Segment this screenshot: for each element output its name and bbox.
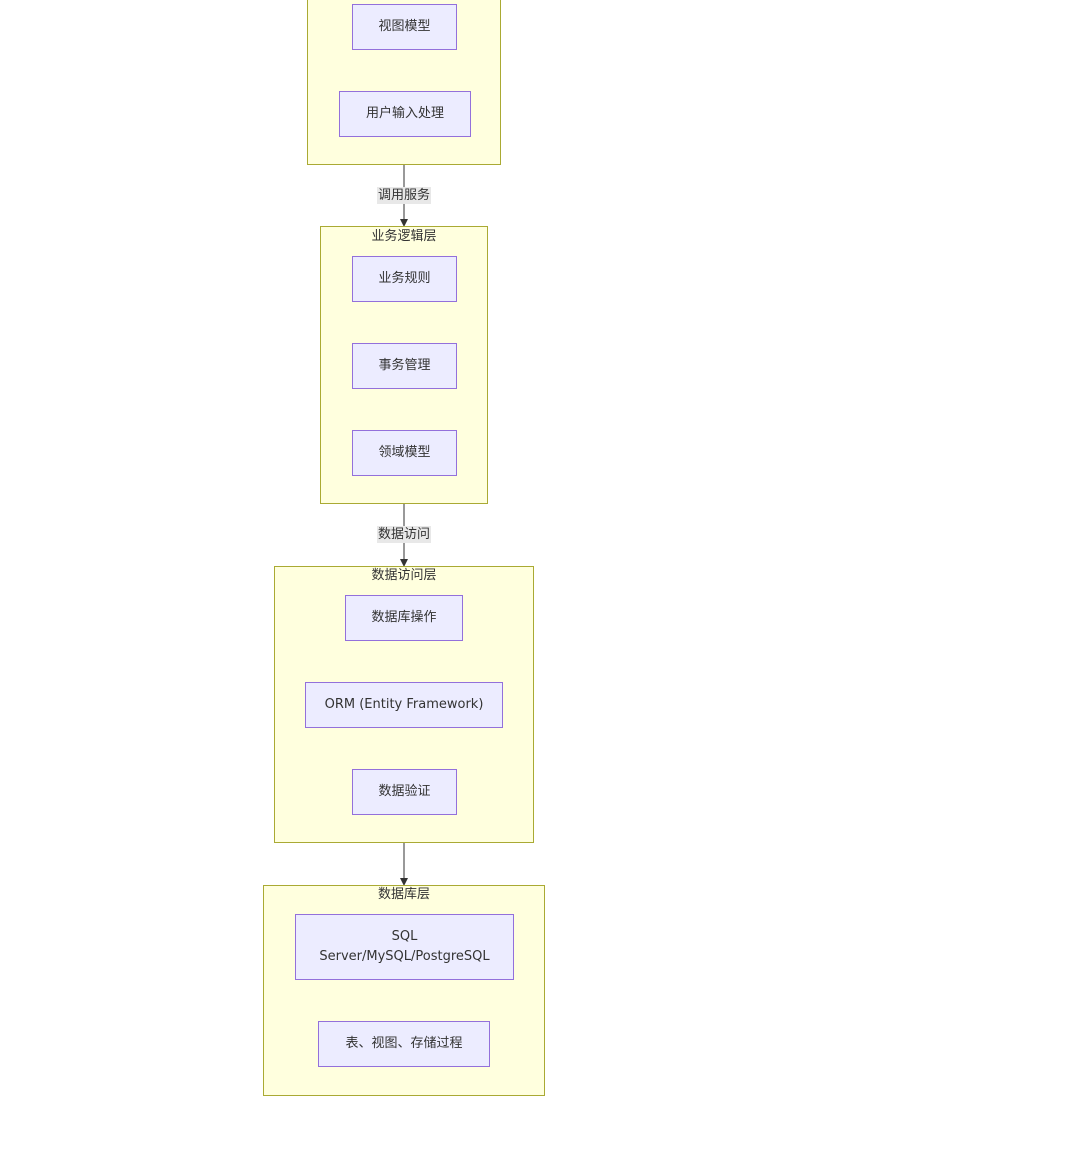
business-layer-cluster: 业务逻辑层 业务规则 事务管理 领域模型 bbox=[320, 226, 488, 504]
node-transaction-management[interactable]: 事务管理 bbox=[352, 343, 457, 389]
edge-label-data-access: 数据访问 bbox=[377, 526, 432, 543]
node-user-input-handling[interactable]: 用户输入处理 bbox=[339, 91, 471, 137]
node-data-validation[interactable]: 数据验证 bbox=[352, 769, 457, 815]
node-domain-model[interactable]: 领域模型 bbox=[352, 430, 457, 476]
node-sql-servers[interactable]: SQL Server/MySQL/PostgreSQL bbox=[295, 914, 514, 980]
data-access-layer-cluster: 数据访问层 数据库操作 ORM (Entity Framework) 数据验证 bbox=[274, 566, 534, 843]
node-view-model[interactable]: 视图模型 bbox=[352, 4, 457, 50]
node-orm-entity-framework[interactable]: ORM (Entity Framework) bbox=[305, 682, 503, 728]
database-layer-title: 数据库层 bbox=[377, 887, 430, 902]
node-tables-views-procedures[interactable]: 表、视图、存储过程 bbox=[318, 1021, 490, 1067]
edge-label-call-service: 调用服务 bbox=[377, 187, 432, 204]
node-database-operations[interactable]: 数据库操作 bbox=[345, 595, 463, 641]
node-business-rules[interactable]: 业务规则 bbox=[352, 256, 457, 302]
database-layer-cluster: 数据库层 SQL Server/MySQL/PostgreSQL 表、视图、存储… bbox=[263, 885, 545, 1096]
presentation-layer-cluster: 视图模型 用户输入处理 bbox=[307, 0, 501, 165]
data-access-layer-title: 数据访问层 bbox=[371, 568, 437, 583]
business-layer-title: 业务逻辑层 bbox=[371, 229, 437, 244]
